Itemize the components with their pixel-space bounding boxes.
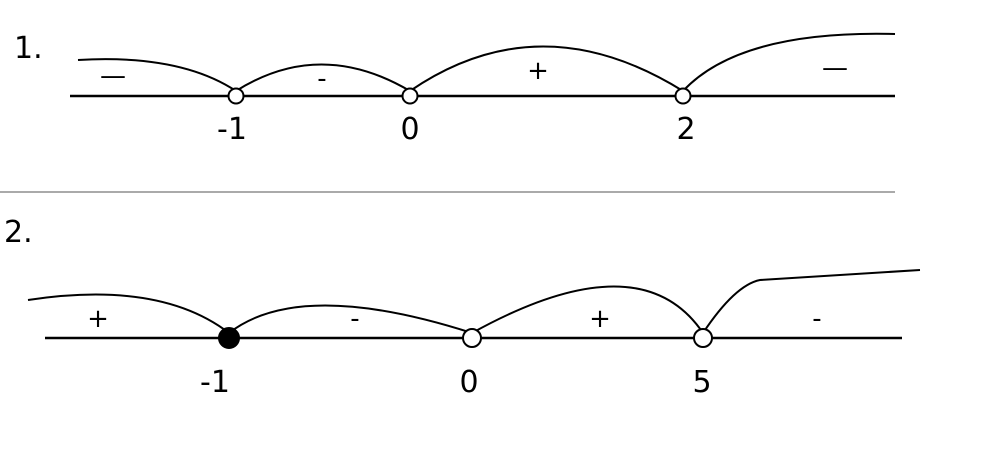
sign-arc <box>409 45 684 92</box>
interval-sign: + <box>87 304 109 334</box>
sign-arc <box>77 58 237 92</box>
sign-arc <box>682 32 896 92</box>
point-label: -1 <box>217 112 247 147</box>
interval-sign: — <box>822 53 848 83</box>
filled-point-marker <box>218 327 240 349</box>
open-point-marker <box>462 328 482 348</box>
sign-diagram-2: 2. -1 0 5 + - + - <box>4 215 921 400</box>
point-label: 0 <box>459 365 478 400</box>
interval-sign: + <box>527 56 549 86</box>
open-point-marker <box>401 87 419 105</box>
point-label: 5 <box>692 365 711 400</box>
sign-arc <box>702 269 921 334</box>
interval-sign: - <box>350 304 359 334</box>
sign-arc <box>235 63 411 92</box>
diagram-index-label: 2. <box>4 215 33 250</box>
open-point-marker <box>227 87 245 105</box>
sign-arc <box>27 293 230 334</box>
sign-arc <box>228 304 473 334</box>
point-label: 2 <box>676 112 695 147</box>
interval-sign: + <box>589 304 611 334</box>
diagram-index-label: 1. <box>14 31 43 66</box>
open-point-marker <box>693 328 713 348</box>
point-label: 0 <box>400 112 419 147</box>
point-label: -1 <box>200 365 230 400</box>
interval-sign: - <box>317 64 326 94</box>
interval-sign: - <box>812 304 821 334</box>
interval-sign: — <box>100 61 126 91</box>
open-point-marker <box>674 87 692 105</box>
sign-arc <box>471 285 704 334</box>
sign-diagram-1: 1. -1 0 2 — - + — <box>14 31 896 147</box>
